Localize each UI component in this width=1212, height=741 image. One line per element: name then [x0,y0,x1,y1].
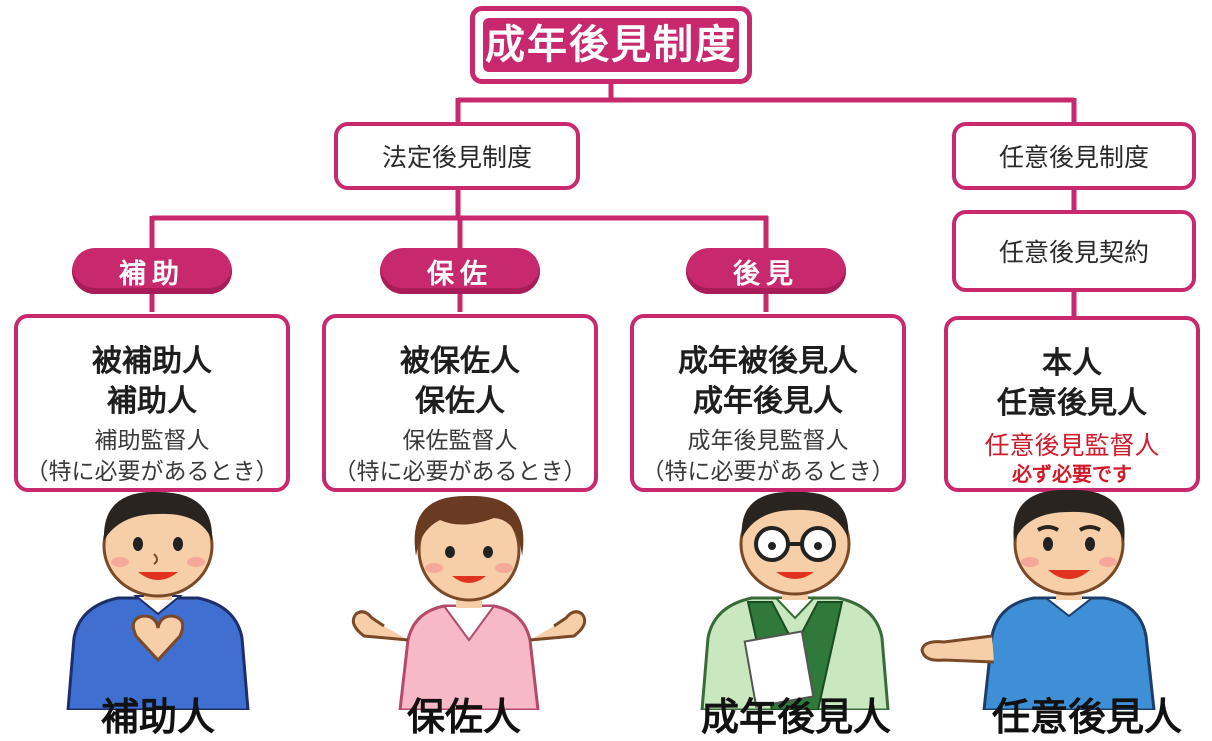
voluntary-contract-label: 任意後見契約 [998,238,1149,267]
role-supervisor: 補助監督人 [94,428,210,454]
pill-hosa-label: 保佐 [427,258,493,290]
voluntary-guardianship-label: 任意後見制度 [998,143,1149,172]
role-main-2: 成年後見人 [693,384,843,419]
role-main-2: 任意後見人 [997,386,1147,421]
role-condition: （特に必要があるとき） [333,459,587,485]
pill-hosa: 保佐 [380,248,540,294]
role-main-2: 補助人 [107,384,197,419]
role-supervisor: 任意後見監督人 [984,431,1160,460]
role-main-1: 被保佐人 [400,344,520,379]
legal-guardianship-box: 法定後見制度 [334,122,580,190]
caption-hojonin: 補助人 [100,695,215,739]
voluntary-contract-box: 任意後見契約 [952,210,1196,292]
role-box-voluntary: 本人 任意後見人 任意後見監督人 必ず必要です [944,316,1200,492]
role-main-1: 本人 [1042,346,1102,381]
pill-kouken-label: 後見 [733,258,799,290]
voluntary-guardianship-box: 任意後見制度 [952,122,1196,190]
person-hosanin-illustration [351,495,587,710]
role-required-note: 必ず必要です [1012,462,1132,486]
pill-hojo-label: 補助 [119,258,185,290]
caption-nin-i-koukennin: 任意後見人 [991,695,1182,739]
person-nin-i-kouken-illustration [920,489,1156,710]
role-main-2: 保佐人 [415,384,505,419]
pill-hojo: 補助 [72,248,232,294]
role-supervisor: 保佐監督人 [402,428,518,454]
role-condition: （特に必要があるとき） [641,459,895,485]
role-box-kouken: 成年被後見人 成年後見人 成年後見監督人 （特に必要があるとき） [630,314,906,492]
role-condition: （特に必要があるとき） [25,459,279,485]
person-seinen-kouken-illustration [700,491,890,710]
person-hojonin-illustration [66,491,250,710]
role-main-1: 成年被後見人 [678,344,858,379]
pill-kouken: 後見 [686,248,846,294]
role-box-hosa: 被保佐人 保佐人 保佐監督人 （特に必要があるとき） [322,314,598,492]
role-main-1: 被補助人 [92,344,212,379]
caption-hosanin: 保佐人 [406,695,521,739]
role-box-hojo: 被補助人 補助人 補助監督人 （特に必要があるとき） [14,314,290,492]
caption-seinen-koukennin: 成年後見人 [700,695,891,739]
title-box: 成年後見制度 [470,6,752,84]
page-title: 成年後見制度 [483,18,739,72]
legal-guardianship-label: 法定後見制度 [381,143,532,172]
role-supervisor: 成年後見監督人 [687,428,849,454]
